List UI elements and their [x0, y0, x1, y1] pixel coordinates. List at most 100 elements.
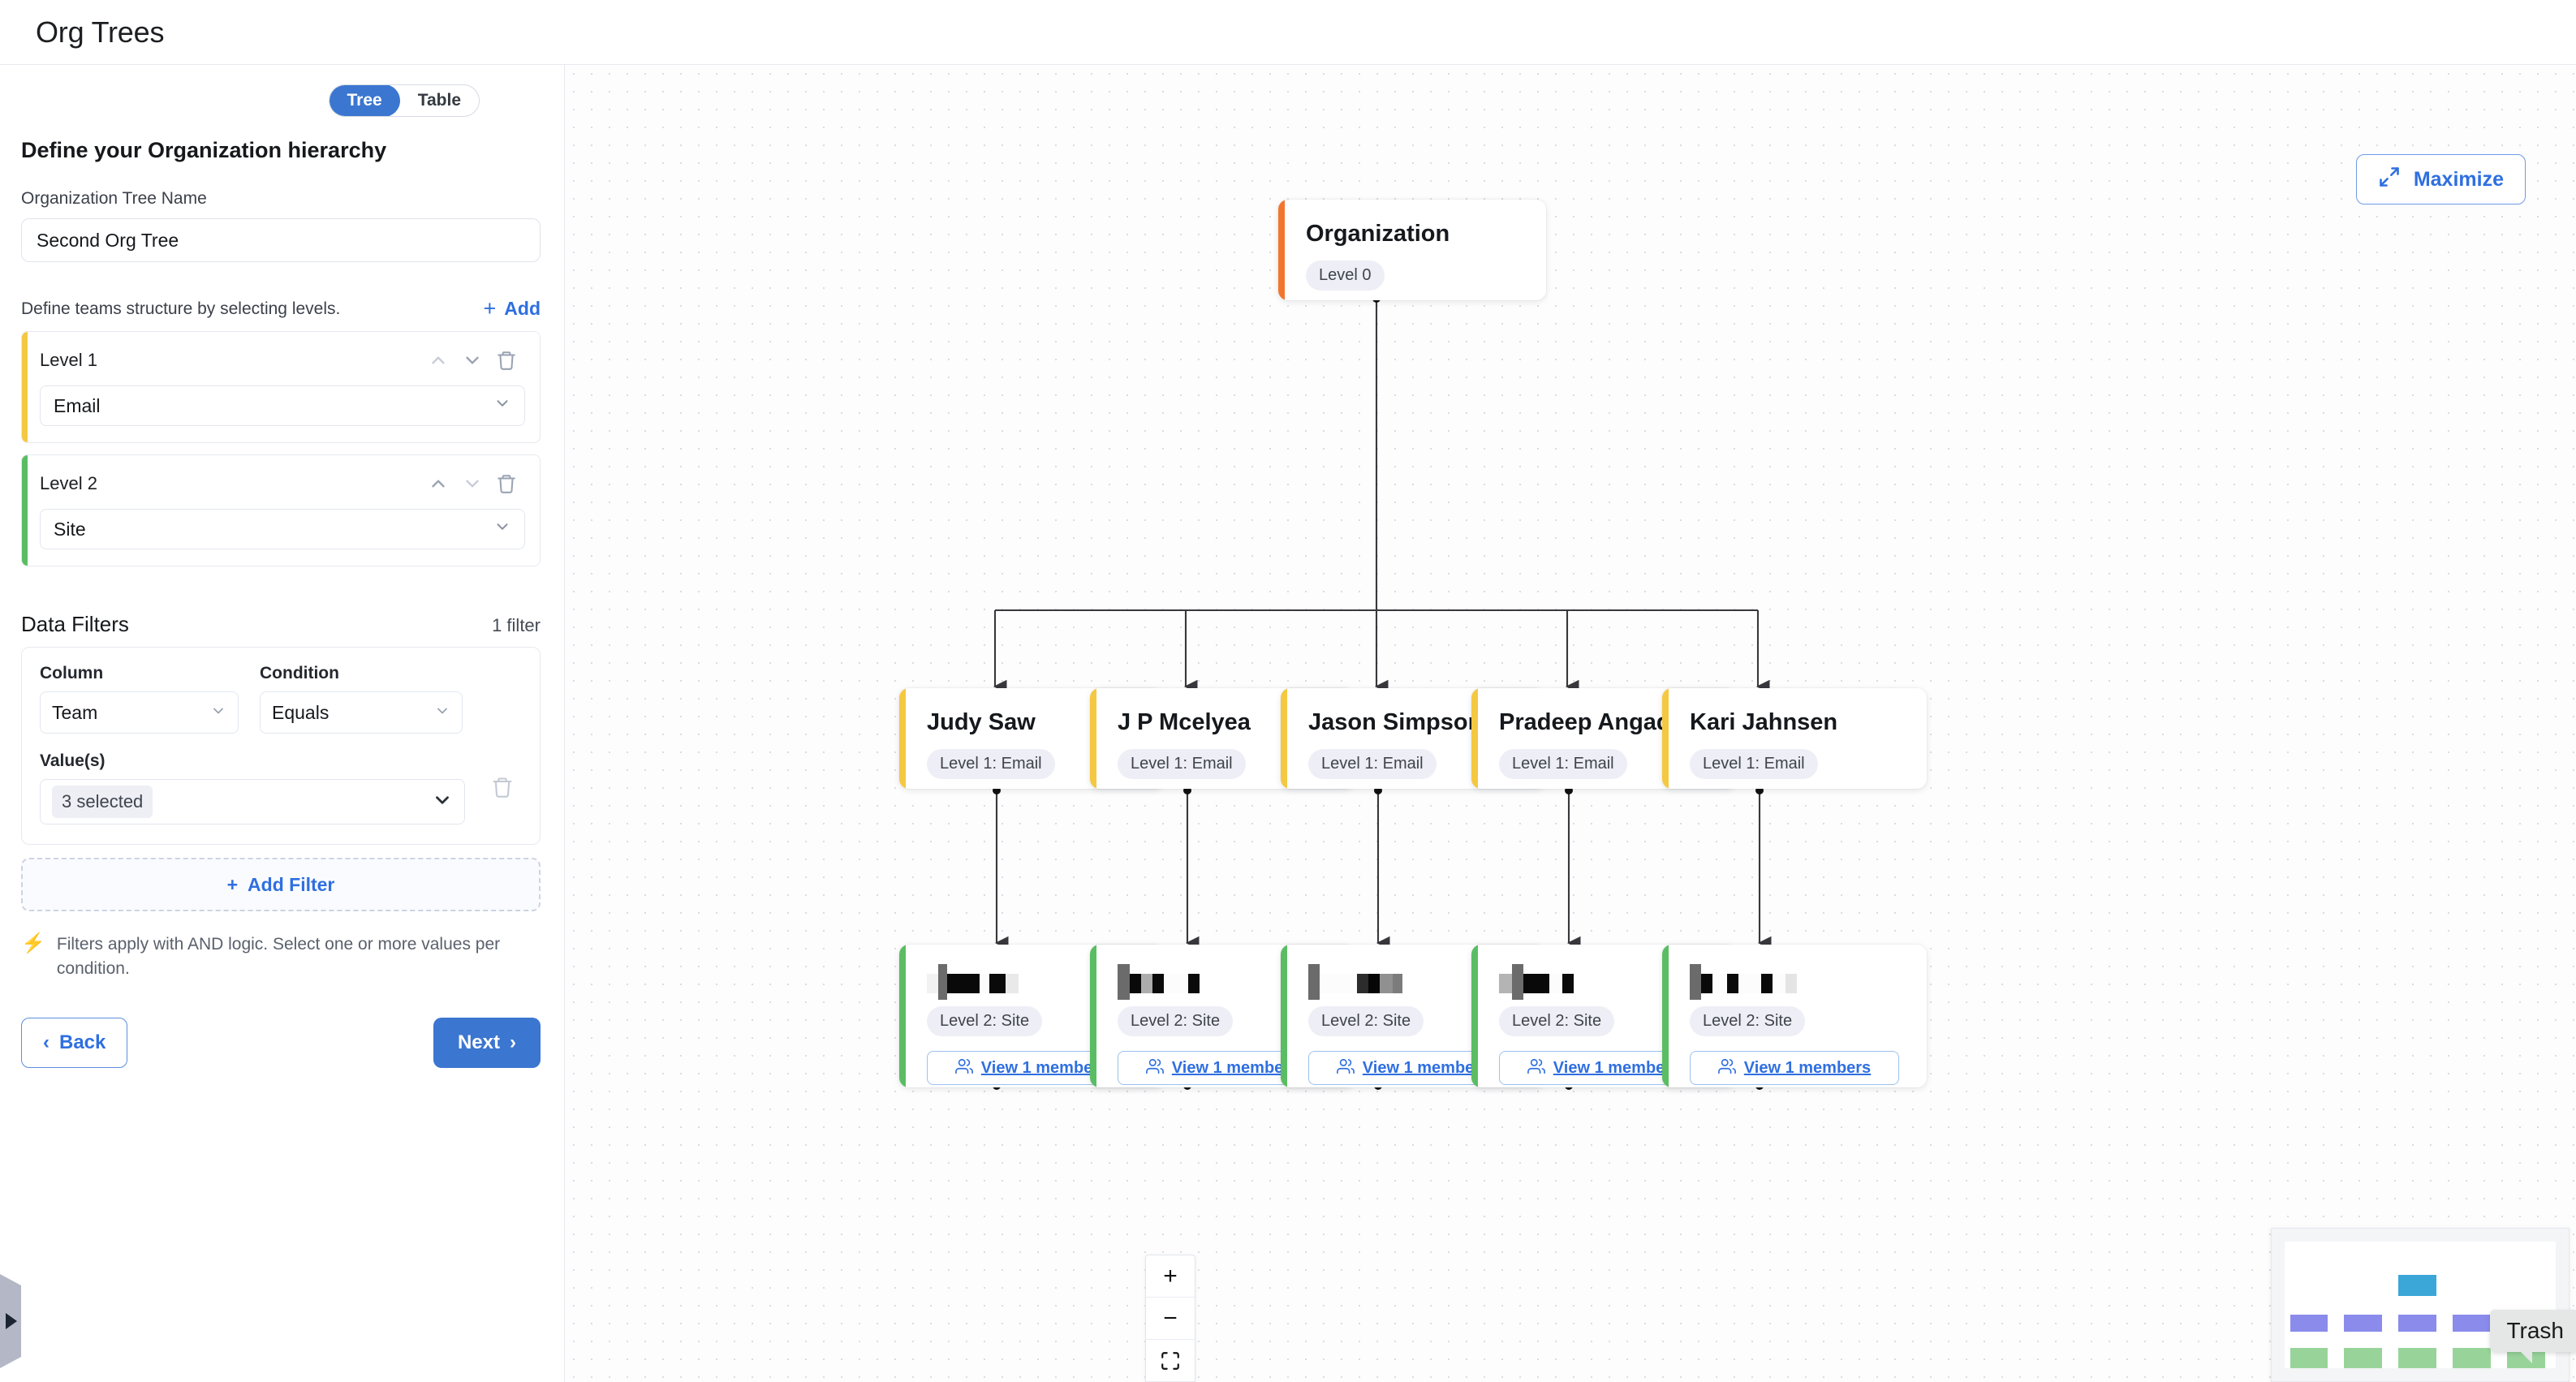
people-icon	[1336, 1057, 1355, 1079]
view-members-label: View 1 members	[1362, 1058, 1490, 1077]
node-title: Pradeep Angadi	[1499, 709, 1678, 735]
view-members-label: View 1 members	[1171, 1058, 1299, 1077]
node-accent-bar	[1662, 945, 1669, 1087]
view-members-button[interactable]: View 1 members	[1690, 1051, 1899, 1085]
delete-level-icon[interactable]	[489, 470, 523, 497]
delete-level-icon[interactable]	[489, 347, 523, 374]
redacted-node-title	[1690, 964, 1906, 1000]
minimap-node-level1	[2398, 1315, 2437, 1332]
node-accent-bar	[1662, 688, 1669, 789]
filter-condition-select[interactable]: Equals	[260, 691, 463, 734]
minimap-node-level2	[2398, 1348, 2437, 1368]
add-level-button[interactable]: + Add	[484, 298, 541, 320]
move-level-up-icon[interactable]	[421, 347, 455, 374]
page-title: Org Trees	[36, 15, 165, 49]
fit-view-button[interactable]	[1146, 1340, 1195, 1382]
sidebar-expand-tab[interactable]	[0, 1274, 21, 1368]
node-accent-bar	[1090, 945, 1096, 1087]
tree-name-label: Organization Tree Name	[21, 189, 207, 208]
tree-name-input[interactable]: Second Org Tree	[21, 218, 541, 262]
level-field-select-1[interactable]: Email	[40, 385, 525, 426]
back-label: Back	[59, 1031, 106, 1053]
level-name: Level 1	[40, 350, 97, 370]
zoom-out-button[interactable]: −	[1146, 1298, 1195, 1340]
zoom-controls[interactable]: + −	[1145, 1255, 1195, 1382]
minimap-node-level2	[2290, 1348, 2328, 1368]
filter-column-group: Column Team	[40, 664, 239, 734]
filter-condition-group: Condition Equals	[260, 664, 463, 734]
org-node-level2-5[interactable]: Level 2: Site View 1 members	[1662, 945, 1927, 1087]
chevron-down-icon	[432, 790, 453, 815]
filter-values-group: Value(s) 3 selected	[40, 751, 522, 824]
node-level-badge: Level 1: Email	[1499, 749, 1627, 779]
people-icon	[954, 1057, 973, 1079]
filters-hint-text: Filters apply with AND logic. Select one…	[56, 935, 501, 979]
node-accent-bar	[1281, 945, 1287, 1087]
minimap-node-level2	[2453, 1348, 2491, 1368]
level-accent-bar	[22, 455, 28, 566]
levels-hint: Define teams structure by selecting leve…	[21, 299, 341, 318]
redacted-node-title	[1118, 964, 1333, 1000]
node-title: Judy Saw	[927, 709, 1036, 735]
filter-column-select[interactable]: Team	[40, 691, 239, 734]
filter-values-chip: 3 selected	[52, 786, 153, 818]
node-title: J P Mcelyea	[1118, 709, 1251, 735]
level-name: Level 2	[40, 473, 97, 493]
level-field-select-2[interactable]: Site	[40, 509, 525, 549]
node-accent-bar	[1471, 688, 1478, 789]
levels-header: Define teams structure by selecting leve…	[21, 298, 541, 320]
config-sidebar: Tree Table Define your Organization hier…	[0, 65, 565, 1382]
people-icon	[1145, 1057, 1164, 1079]
node-accent-bar	[1278, 200, 1285, 300]
redacted-node-title	[1308, 964, 1524, 1000]
level-card-1: Level 1 Email	[21, 331, 541, 443]
move-level-up-icon[interactable]	[421, 470, 455, 497]
redacted-node-title	[1499, 964, 1715, 1000]
filter-condition-label: Condition	[260, 664, 339, 682]
delete-filter-icon[interactable]	[491, 776, 514, 803]
next-button[interactable]: Next ›	[433, 1017, 541, 1068]
level-field-value: Email	[54, 394, 101, 416]
plus-icon: +	[226, 873, 239, 895]
level-header: Level 1	[40, 347, 523, 374]
minimap-node-level2	[2344, 1348, 2383, 1368]
minimap[interactable]: Trash	[2271, 1228, 2576, 1382]
filter-condition-value: Equals	[272, 701, 330, 723]
minimap-node-level1	[2453, 1315, 2491, 1332]
chevron-down-icon	[493, 394, 511, 417]
move-level-down-icon[interactable]	[455, 347, 489, 374]
zoom-in-button[interactable]: +	[1146, 1255, 1195, 1298]
org-node-root[interactable]: Organization Level 0	[1278, 200, 1546, 300]
node-accent-bar	[1090, 688, 1096, 789]
add-filter-button[interactable]: + Add Filter	[21, 858, 541, 911]
node-level-badge: Level 0	[1306, 260, 1385, 291]
node-level-badge: Level 1: Email	[927, 749, 1055, 779]
plus-icon: +	[483, 296, 497, 321]
wizard-nav: ‹ Back Next ›	[21, 1017, 541, 1068]
add-level-label: Add	[504, 298, 541, 319]
org-chart-canvas[interactable]: Maximize	[565, 65, 2576, 1382]
tab-table[interactable]: Table	[400, 85, 479, 116]
add-filter-label: Add Filter	[248, 873, 335, 895]
node-body: Level 2: Site View 1 members	[1662, 945, 1927, 1087]
next-label: Next	[457, 1031, 500, 1053]
chevron-right-icon: ›	[510, 1031, 516, 1053]
back-button[interactable]: ‹ Back	[21, 1017, 128, 1068]
node-title: Kari Jahnsen	[1690, 709, 1838, 735]
view-toggle[interactable]: Tree Table	[328, 84, 480, 117]
filter-selects-row: Column Team Condition Equals	[40, 664, 522, 734]
filter-values-select[interactable]: 3 selected	[40, 779, 465, 824]
minimap-node-level1	[2344, 1315, 2383, 1332]
filter-column-value: Team	[52, 701, 98, 723]
chevron-down-icon	[210, 702, 226, 724]
move-level-down-icon[interactable]	[455, 470, 489, 497]
tab-tree[interactable]: Tree	[329, 85, 400, 116]
maximize-button[interactable]: Maximize	[2355, 154, 2526, 205]
maximize-icon	[2378, 166, 2401, 194]
node-body: Jason Simpson Level 1: Email	[1281, 688, 1545, 789]
node-level-badge: Level 2: Site	[1308, 1006, 1424, 1036]
org-node-level1-5[interactable]: Kari Jahnsen Level 1: Email	[1662, 688, 1927, 789]
minimap-node-root	[2398, 1274, 2437, 1297]
node-body: Kari Jahnsen Level 1: Email	[1662, 688, 1927, 789]
redacted-node-title	[927, 964, 1143, 1000]
